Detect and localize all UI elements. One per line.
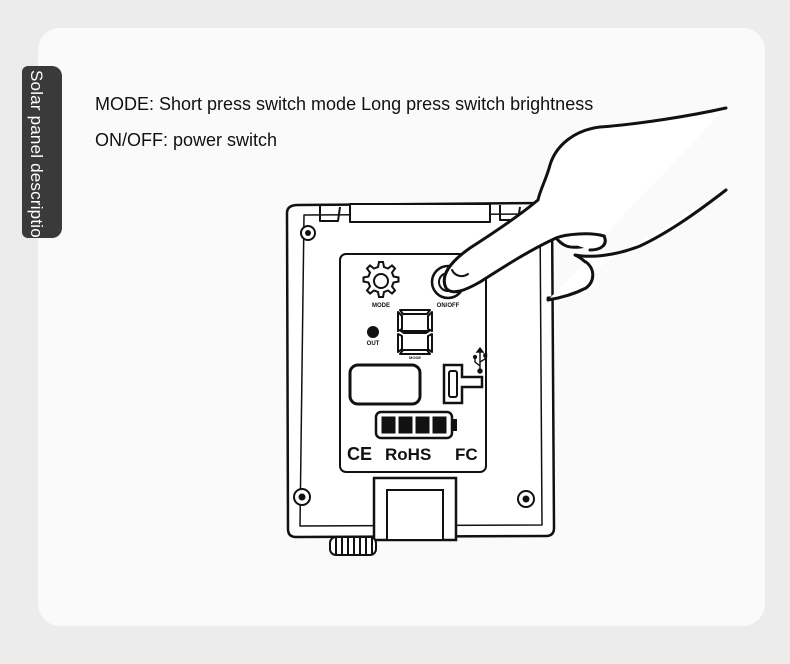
battery-indicator [374, 410, 457, 440]
out-led-icon [367, 326, 379, 338]
cable-gland [329, 536, 377, 556]
corner-screw-bottom-left [293, 488, 311, 506]
side-tab-label: Solar panel description [27, 70, 46, 238]
corner-screw-bottom-right [517, 490, 535, 508]
output-port [348, 363, 422, 406]
corner-screw-top-left [300, 225, 316, 241]
mode-digit-display [397, 309, 433, 355]
usb-icon [472, 346, 488, 374]
display-mode-label: MODE [409, 355, 421, 360]
battery-segment [432, 416, 447, 434]
battery-segment [381, 416, 396, 434]
out-indicator: OUT [367, 326, 380, 347]
battery-segment [398, 416, 413, 434]
certification-marks: CE RoHS FC [347, 444, 478, 464]
battery-segment [415, 416, 430, 434]
side-tab[interactable]: Solar panel description [22, 66, 62, 238]
fcc-mark: FC [455, 445, 478, 464]
usb-port [442, 363, 484, 405]
mode-description: MODE: Short press switch mode Long press… [95, 94, 594, 114]
bottom-connector [372, 476, 458, 542]
mode-button[interactable]: MODE [362, 261, 400, 309]
ce-mark: CE [347, 444, 372, 464]
onoff-description: ON/OFF: power switch [95, 130, 278, 150]
rohs-mark: RoHS [385, 445, 431, 464]
mode-button-label: MODE [372, 303, 390, 309]
gear-icon [362, 261, 400, 298]
out-label: OUT [367, 341, 380, 347]
onoff-button-label: ON/OFF [437, 303, 460, 309]
hand-illustration [442, 106, 728, 302]
